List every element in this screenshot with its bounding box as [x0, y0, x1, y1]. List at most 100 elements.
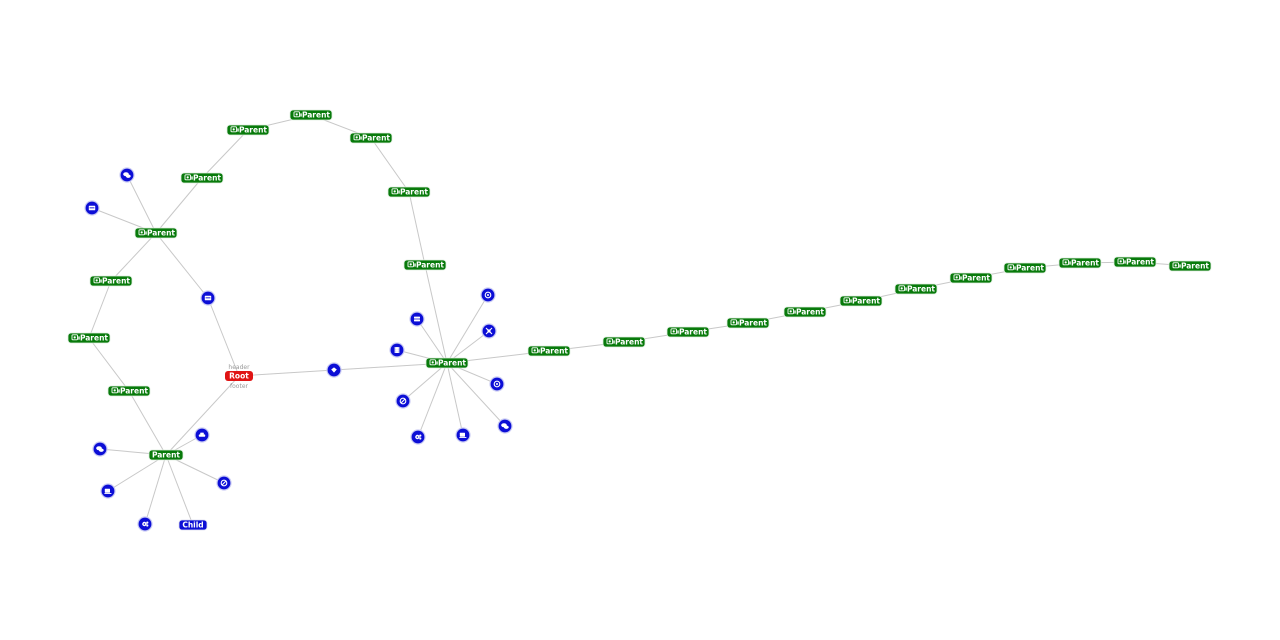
parent-label: Parent: [416, 261, 444, 270]
child-icon-node[interactable]: [194, 427, 210, 443]
parent-node[interactable]: Parent: [1058, 257, 1102, 269]
child-icon-node[interactable]: [100, 483, 116, 499]
shield-icon: [331, 367, 337, 373]
parent-node[interactable]: Parent: [148, 449, 184, 461]
parent-node[interactable]: Parent: [1168, 260, 1212, 272]
edge-H-I: [370, 137, 410, 193]
edge-M-c16: [446, 362, 506, 427]
mixed-icon: [230, 126, 239, 133]
child-icon-node[interactable]: [409, 311, 425, 327]
child-icon-node[interactable]: [389, 342, 405, 358]
target-icon: [484, 291, 492, 299]
child-icon-node[interactable]: [200, 290, 216, 306]
parent-label: Parent: [1071, 259, 1099, 268]
mixed-icon: [787, 308, 796, 315]
edge-E-F: [201, 129, 249, 179]
child-circle: [409, 311, 425, 327]
mixed-icon: [407, 261, 416, 268]
parent-node[interactable]: Parent: [1003, 262, 1047, 274]
edge-Cc-D: [110, 232, 157, 282]
parent-pill: [89, 275, 133, 287]
parent-node[interactable]: Parent: [226, 124, 270, 136]
parent-pill: [666, 326, 710, 338]
mixed-icon: [93, 277, 102, 284]
mixed-icon: [953, 274, 962, 281]
server-icon: [414, 316, 420, 322]
chat-icon: [501, 423, 509, 429]
parent-label: Parent: [152, 451, 180, 460]
parent-node[interactable]: Parent: [894, 283, 938, 295]
child-icon-node[interactable]: [395, 393, 411, 409]
mixed-icon: [1172, 262, 1181, 269]
child-icon-node[interactable]: [410, 429, 426, 445]
parent-node[interactable]: Parent: [1113, 256, 1157, 268]
parent-node[interactable]: Parent: [949, 272, 993, 284]
edge-root-P: [165, 375, 240, 456]
mixed-icon: [293, 111, 302, 118]
child-icon-node[interactable]: [216, 475, 232, 491]
database-icon: [394, 347, 400, 353]
child-icon-node[interactable]: [489, 376, 505, 392]
parent-pill: [602, 336, 646, 348]
child-pill: [178, 519, 208, 531]
child-icon-node[interactable]: [326, 362, 342, 378]
parent-pill: [67, 332, 111, 344]
child-icon-node[interactable]: [480, 287, 496, 303]
mixed-icon: [730, 319, 739, 326]
child-icon-node[interactable]: [119, 167, 135, 183]
edge-P-c5: [144, 454, 167, 525]
edge-root-c8: [207, 297, 240, 377]
parent-node[interactable]: Parent: [180, 172, 224, 184]
child-icon-node[interactable]: [137, 516, 153, 532]
child-icon-node[interactable]: [84, 200, 100, 216]
parent-label: Parent: [438, 359, 466, 368]
mixed-icon: [1007, 264, 1016, 271]
chat-icon: [123, 172, 131, 178]
parent-node[interactable]: Parent: [839, 295, 883, 307]
child-icon-node[interactable]: [481, 323, 497, 339]
parent-node[interactable]: Parent: [289, 109, 333, 121]
parent-node[interactable]: Parent: [726, 317, 770, 329]
parent-node[interactable]: Parent: [666, 326, 710, 338]
edge-c8-D: [155, 232, 209, 299]
mixed-icon: [111, 387, 120, 394]
root-pill: [225, 371, 253, 381]
child-node[interactable]: Child: [178, 519, 208, 531]
edge-P-childLabel: [165, 454, 194, 526]
parent-node[interactable]: Parent: [67, 332, 111, 344]
parent-node[interactable]: Parent: [387, 186, 431, 198]
child-label: Child: [182, 521, 203, 530]
parent-node[interactable]: Parent: [107, 385, 151, 397]
edge-J-M: [424, 264, 448, 364]
parent-node[interactable]: Parent: [783, 306, 827, 318]
child-icon-node[interactable]: [455, 427, 471, 443]
parent-label: Parent: [796, 308, 824, 317]
parent-node[interactable]: Parent: [527, 345, 571, 357]
parent-node[interactable]: Parent: [89, 275, 133, 287]
child-icon-node[interactable]: [92, 441, 108, 457]
parent-node[interactable]: Parent: [134, 227, 178, 239]
parent-node[interactable]: Parent: [403, 259, 447, 271]
mixed-icon: [1062, 259, 1071, 266]
card-icon: [204, 295, 212, 301]
child-icon-node[interactable]: [497, 418, 513, 434]
parent-pill: [403, 259, 447, 271]
mixed-icon: [138, 229, 147, 236]
edge-M-c18: [446, 362, 464, 436]
parent-pill: [425, 357, 469, 369]
parent-node[interactable]: Parent: [349, 132, 393, 144]
root-footer: footer: [230, 383, 248, 390]
mixed-icon: [843, 297, 852, 304]
edge-P-c4: [107, 454, 167, 492]
parent-pill: [289, 109, 333, 121]
parent-label: Parent: [120, 387, 148, 396]
mixed-icon: [71, 334, 80, 341]
parent-pill: [527, 345, 571, 357]
parent-node[interactable]: Parent: [425, 357, 469, 369]
gear-cross-icon: [485, 327, 493, 335]
parent-pill: [1003, 262, 1047, 274]
parent-node[interactable]: Parent: [602, 336, 646, 348]
edge-B-Cc: [88, 280, 112, 339]
